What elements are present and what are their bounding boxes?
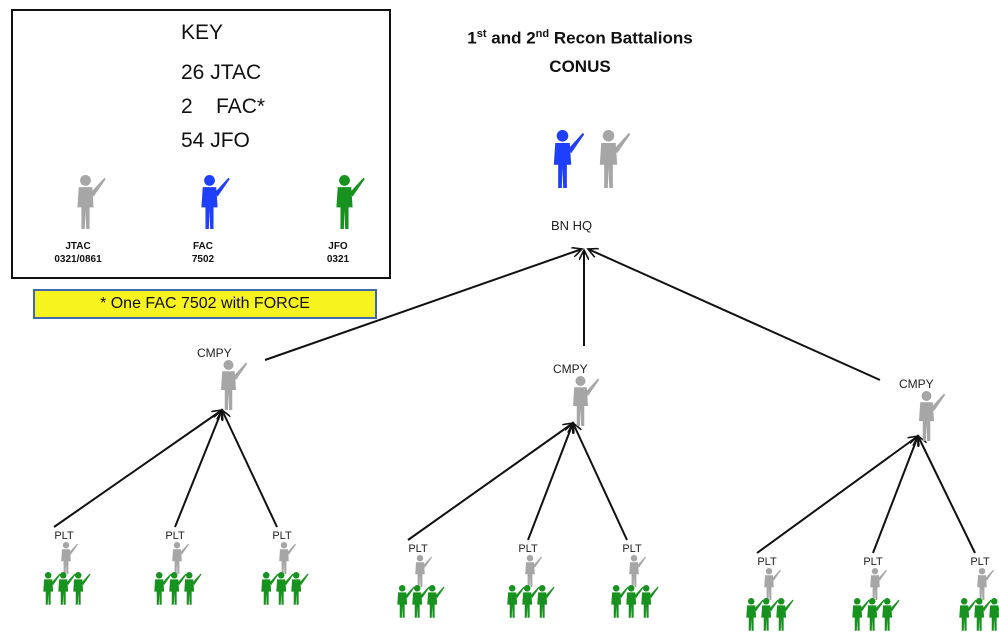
platoon-2-3-jfo-figure-3 — [641, 585, 659, 618]
platoon-3-1-jtac-figure — [764, 568, 781, 600]
company-2-arrow-1 — [407, 423, 573, 541]
company-3-arrow-3 — [918, 436, 976, 554]
legend-jtac-code: 0321/0861 — [54, 254, 102, 265]
hq-arrow-3 — [588, 249, 881, 381]
platoon-1-1-jfo-figure-3 — [73, 572, 91, 605]
legend-jfo-name: JFO — [328, 241, 348, 252]
hq-label: BN HQ — [551, 218, 593, 233]
connector-lines — [53, 249, 976, 554]
platoon-3-2-label: PLT — [863, 556, 883, 568]
platoon-1-1-jfo-figure-2 — [58, 572, 76, 605]
platoon-3-1-label: PLT — [757, 556, 777, 568]
platoon-3-1-jfo-figure-3 — [776, 598, 794, 631]
platoon-3-2-jfo-figure-2 — [867, 598, 885, 631]
platoon-3-3-jtac-figure — [977, 568, 994, 600]
platoon-3-3-jfo-figure-3 — [989, 598, 999, 631]
platoon-2-1-jfo-figure-1 — [397, 585, 415, 618]
legend-fac-label: FAC 7502 — [168, 240, 238, 266]
company-2-arrow-3 — [573, 423, 628, 541]
legend-box: KEY 26 JTAC 2 FAC* 54 JFO JTAC 0321/0861… — [11, 9, 391, 279]
company-2-label: CMPY — [553, 362, 588, 376]
platoon-1-3-jfo-figure-1 — [261, 572, 279, 605]
platoon-3-1-jfo-figure-2 — [761, 598, 779, 631]
company-1-arrow-3 — [222, 410, 278, 528]
company-3-arrow-2 — [872, 436, 918, 554]
platoon-3-2-jtac-figure — [870, 568, 887, 600]
legend-jfo-label: JFO 0321 — [303, 240, 373, 266]
legend-jfo-count: 54 JFO — [181, 129, 250, 152]
title-line-2: CONUS — [549, 56, 611, 76]
company-1-arrow-2 — [174, 410, 222, 528]
platoon-3-2-jfo-figure-3 — [882, 598, 900, 631]
legend-jtac-count: 26 JTAC — [181, 61, 262, 84]
platoon-1-2-jfo-figure-1 — [154, 572, 172, 605]
fac-note: * One FAC 7502 with FORCE — [33, 289, 377, 319]
platoon-2-3-label: PLT — [622, 543, 642, 555]
platoon-1-2-jfo-figure-3 — [184, 572, 202, 605]
platoon-2-1-jtac-figure — [415, 555, 432, 587]
platoon-2-3-jtac-figure — [629, 555, 646, 587]
platoon-2-2-jfo-figure-2 — [522, 585, 540, 618]
platoon-1-2-label: PLT — [165, 530, 185, 542]
platoon-3-3-label: PLT — [970, 556, 990, 568]
legend-jtac-name: JTAC — [65, 241, 91, 252]
legend-jfo-figure — [336, 175, 365, 229]
hq-fac-figure — [553, 130, 585, 188]
legend-fac-name: FAC — [193, 241, 213, 252]
platoon-2-1-jfo-figure-3 — [427, 585, 445, 618]
title-line-1: 1st and 2nd Recon Battalions — [467, 28, 693, 48]
legend-fac-count: 2 FAC* — [181, 95, 266, 118]
platoon-3-3-jfo-figure-2 — [974, 598, 992, 631]
platoon-1-2-jfo-figure-2 — [169, 572, 187, 605]
platoon-3-3-jfo-figure-1 — [959, 598, 977, 631]
platoon-3-2-jfo-figure-1 — [852, 598, 870, 631]
platoon-2-2-jfo-figure-1 — [507, 585, 525, 618]
platoon-2-2-label: PLT — [518, 543, 538, 555]
platoon-2-1-label: PLT — [408, 543, 428, 555]
platoon-1-3-jtac-figure — [279, 542, 296, 574]
company-3-figure — [919, 391, 946, 441]
platoon-1-3-label: PLT — [272, 530, 292, 542]
company-3-label: CMPY — [899, 377, 934, 391]
legend-fac-code: 7502 — [191, 254, 215, 265]
company-2-arrow-2 — [527, 423, 573, 541]
legend-jfo-code: 0321 — [326, 254, 350, 265]
platoon-3-1-jfo-figure-1 — [746, 598, 764, 631]
company-1-figure — [221, 360, 248, 410]
platoon-2-2-jfo-figure-3 — [537, 585, 555, 618]
platoon-1-1-label: PLT — [54, 530, 74, 542]
platoon-2-3-jfo-figure-2 — [626, 585, 644, 618]
platoon-1-2-jtac-figure — [172, 542, 189, 574]
platoon-2-1-jfo-figure-2 — [412, 585, 430, 618]
platoon-1-1-jtac-figure — [61, 542, 78, 574]
diagram-title: 1st and 2nd Recon Battalions CONUS — [400, 20, 760, 81]
legend-heading: KEY — [181, 21, 224, 44]
legend-jtac-figure — [77, 175, 106, 229]
personnel-figures — [43, 130, 999, 631]
legend-jtac-label: JTAC 0321/0861 — [43, 240, 113, 266]
legend-fac-figure — [201, 175, 230, 229]
company-1-label: CMPY — [197, 346, 232, 360]
platoon-2-3-jfo-figure-1 — [611, 585, 629, 618]
platoon-2-2-jtac-figure — [525, 555, 542, 587]
platoon-1-3-jfo-figure-2 — [276, 572, 294, 605]
company-3-arrow-1 — [756, 436, 918, 554]
company-2-figure — [573, 376, 600, 426]
hq-jtac-figure — [599, 130, 631, 188]
platoon-1-3-jfo-figure-3 — [291, 572, 309, 605]
company-1-arrow-1 — [53, 410, 222, 528]
hq-arrow-1 — [264, 249, 582, 361]
platoon-1-1-jfo-figure-1 — [43, 572, 61, 605]
